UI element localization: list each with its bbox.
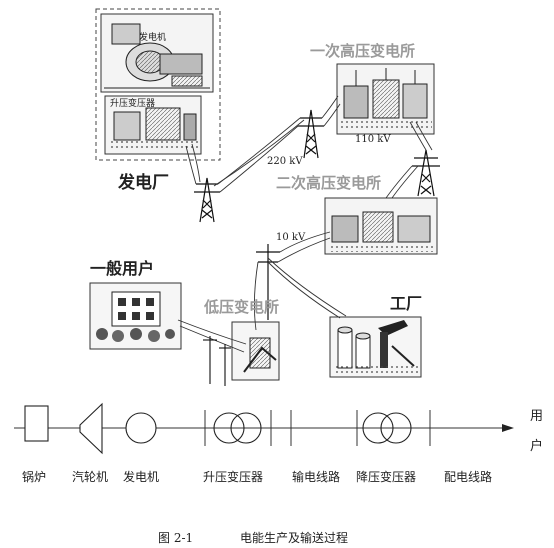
voltage-10kv: 10 kV <box>276 232 306 243</box>
secondary-substation-picture <box>324 197 438 255</box>
factory-picture <box>329 316 422 378</box>
general-users-label: 一般用户 <box>90 259 155 278</box>
generator-picture <box>100 13 214 93</box>
step-up-transformer-tag: 升压变压器 <box>110 99 156 109</box>
turbine-symbol <box>79 402 103 455</box>
tower-3 <box>412 149 440 197</box>
step-down-transformer-coil-2 <box>380 412 412 444</box>
figure-number: 图 2-1 <box>158 531 194 545</box>
flow-label-transmission-line: 输电线路 <box>292 470 341 484</box>
tower-2 <box>298 109 324 159</box>
flow-label-step-up-transformer: 升压变压器 <box>203 470 264 484</box>
step-up-transformer-coil-1 <box>213 412 245 444</box>
flow-label-step-down-transformer: 降压变压器 <box>356 470 417 484</box>
step-up-transformer-coil-2 <box>230 412 262 444</box>
flow-arrowhead <box>502 424 514 432</box>
generator-tag: 发电机 <box>139 33 167 43</box>
tower-1 <box>194 177 220 223</box>
step-up-transformer-picture <box>104 95 202 155</box>
flow-label-turbine: 汽轮机 <box>72 470 109 484</box>
generator-symbol <box>125 412 157 444</box>
low-voltage-substation-picture <box>231 321 280 381</box>
general-users-picture <box>89 282 182 350</box>
primary-substation-picture <box>336 63 435 135</box>
flow-label-generator: 发电机 <box>123 470 160 484</box>
low-voltage-substation-label: 低压变电所 <box>204 298 280 316</box>
step-down-transformer-coil-1 <box>362 412 394 444</box>
flow-label-boiler: 锅炉 <box>22 470 47 484</box>
power-plant-label: 发电厂 <box>118 173 169 193</box>
primary-substation-label: 一次高压变电所 <box>310 42 416 60</box>
secondary-substation-label: 二次高压变电所 <box>276 174 382 192</box>
transmission-lines <box>177 95 433 353</box>
low-voltage-poles <box>203 336 231 386</box>
voltage-110kv: 110 kV <box>355 134 391 145</box>
voltage-220kv: 220 kV <box>267 156 303 167</box>
boiler-symbol <box>24 405 49 442</box>
user-label-char-2: 户 <box>530 439 544 454</box>
user-label-char-1: 用 <box>530 409 544 424</box>
factory-label: 工厂 <box>390 294 423 313</box>
power-plant-boundary <box>95 8 221 161</box>
flow-label-distribution-line: 配电线路 <box>444 470 493 484</box>
figure-title: 电能生产及输送过程 <box>240 531 349 545</box>
